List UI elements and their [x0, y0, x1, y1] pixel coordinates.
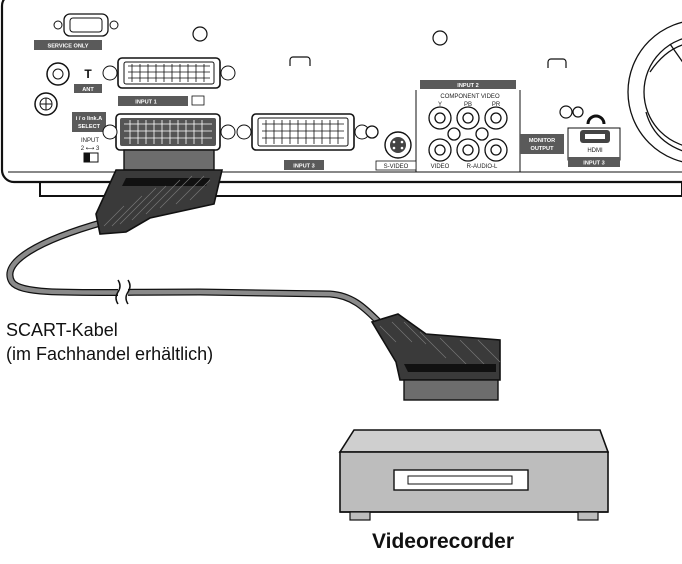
input3-hdmi-label: INPUT 3 — [583, 161, 604, 167]
scart-cable — [6, 218, 394, 336]
pb-label: PB — [464, 102, 472, 108]
cable-caption-line2: (im Fachhandel erhältlich) — [6, 344, 214, 364]
monitor-output-label-2: OUTPUT — [531, 146, 555, 152]
video-label: VIDEO — [431, 164, 450, 170]
input-switch-values: 2 ⟷ 3 — [81, 146, 100, 152]
input2-label: INPUT 2 — [457, 83, 478, 89]
ant-label: ANT — [82, 87, 94, 93]
input-switch-label: INPUT — [81, 138, 99, 144]
audio-label: R-AUDIO-L — [467, 164, 498, 170]
monitor-output-label-1: MONITOR — [529, 138, 555, 144]
cable-caption: SCART-Kabel (im Fachhandel erhältlich) — [6, 318, 213, 366]
pr-label: PR — [492, 102, 501, 108]
y-label: Y — [438, 102, 442, 108]
ilink-select-label-2: SELECT — [78, 124, 101, 130]
cable-caption-line1: SCART-Kabel — [6, 320, 118, 340]
s-video-label: S-VIDEO — [384, 164, 409, 170]
input1-label: INPUT 1 — [135, 100, 156, 106]
component-video-label: COMPONENT VIDEO — [440, 94, 500, 100]
input3-scart-label: INPUT 3 — [293, 164, 314, 170]
rear-panel: SERVICE ONLY T ANT i / o link.A SELECT I… — [0, 0, 682, 197]
device-caption: Videorecorder — [372, 530, 515, 553]
video-recorder — [338, 429, 610, 521]
scart-plug-bottom — [370, 313, 501, 401]
ilink-select-label-1: i / o link.A — [76, 116, 102, 122]
hdmi-label: HDMI — [587, 148, 603, 154]
component-jacks — [365, 106, 508, 162]
scart-plug-top — [95, 149, 224, 235]
service-only-label: SERVICE ONLY — [47, 44, 88, 50]
svg-text:T: T — [84, 67, 92, 81]
